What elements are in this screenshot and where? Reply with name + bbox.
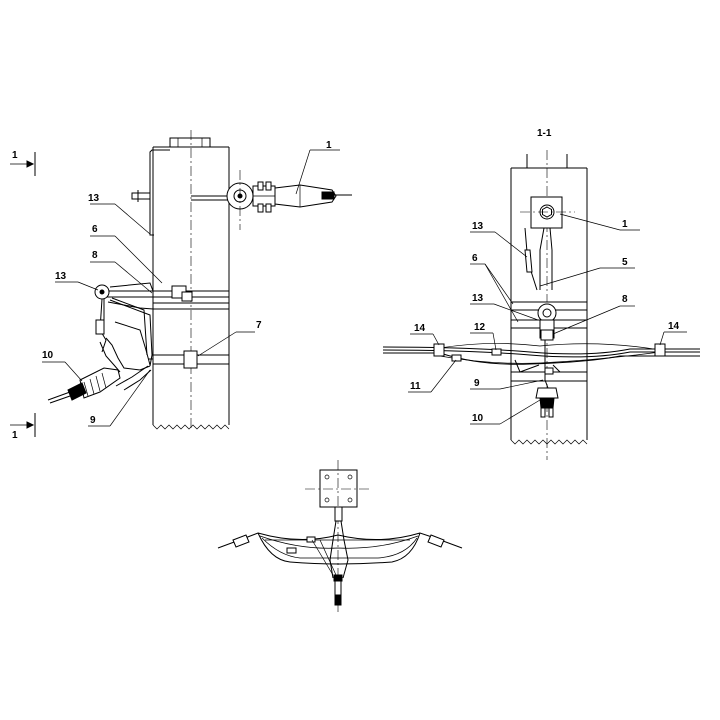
left-lower-band — [148, 350, 230, 369]
left-callout-1: 1 — [326, 140, 332, 151]
right-callout-12: 12 — [474, 322, 486, 333]
left-callout-13-lower: 13 — [55, 271, 67, 282]
right-callout-13-upper: 13 — [472, 221, 484, 232]
right-callout-6: 6 — [472, 253, 478, 264]
plan-view — [217, 460, 463, 612]
section-mark-bottom: 1 — [10, 413, 36, 441]
section-mark-top: 1 — [10, 150, 36, 176]
left-upper-band — [94, 282, 230, 310]
left-callout-6: 6 — [92, 224, 98, 235]
right-conductor-bundle — [382, 343, 700, 365]
section-mark-top-label: 1 — [12, 150, 18, 161]
right-drop-assembly — [514, 340, 561, 418]
left-callout-10: 10 — [42, 350, 54, 361]
left-callout-13-upper: 13 — [88, 193, 100, 204]
right-callout-11: 11 — [410, 381, 421, 392]
right-callout-14-right: 14 — [668, 321, 680, 332]
left-suspension-clamp — [191, 170, 352, 230]
left-connector-assembly — [47, 297, 153, 404]
left-callout-9: 9 — [90, 415, 96, 426]
right-upper-band — [510, 301, 588, 341]
left-view: 1 13 6 8 13 10 9 7 1 1 — [10, 130, 352, 441]
right-callout-1: 1 — [622, 219, 628, 230]
right-callout-5: 5 — [622, 257, 628, 268]
left-pole — [152, 130, 230, 430]
right-callout-8: 8 — [622, 294, 628, 305]
right-mounting-plate — [520, 196, 575, 229]
right-callout-14-left: 14 — [414, 323, 426, 334]
right-view: 1-1 — [382, 128, 700, 460]
right-callout-13-lower: 13 — [472, 293, 484, 304]
right-callout-9: 9 — [474, 378, 480, 389]
left-callout-7: 7 — [256, 320, 262, 331]
left-callout-8: 8 — [92, 250, 98, 261]
right-callout-10: 10 — [472, 413, 484, 424]
section-title: 1-1 — [537, 128, 552, 139]
section-mark-bottom-label: 1 — [12, 430, 18, 441]
